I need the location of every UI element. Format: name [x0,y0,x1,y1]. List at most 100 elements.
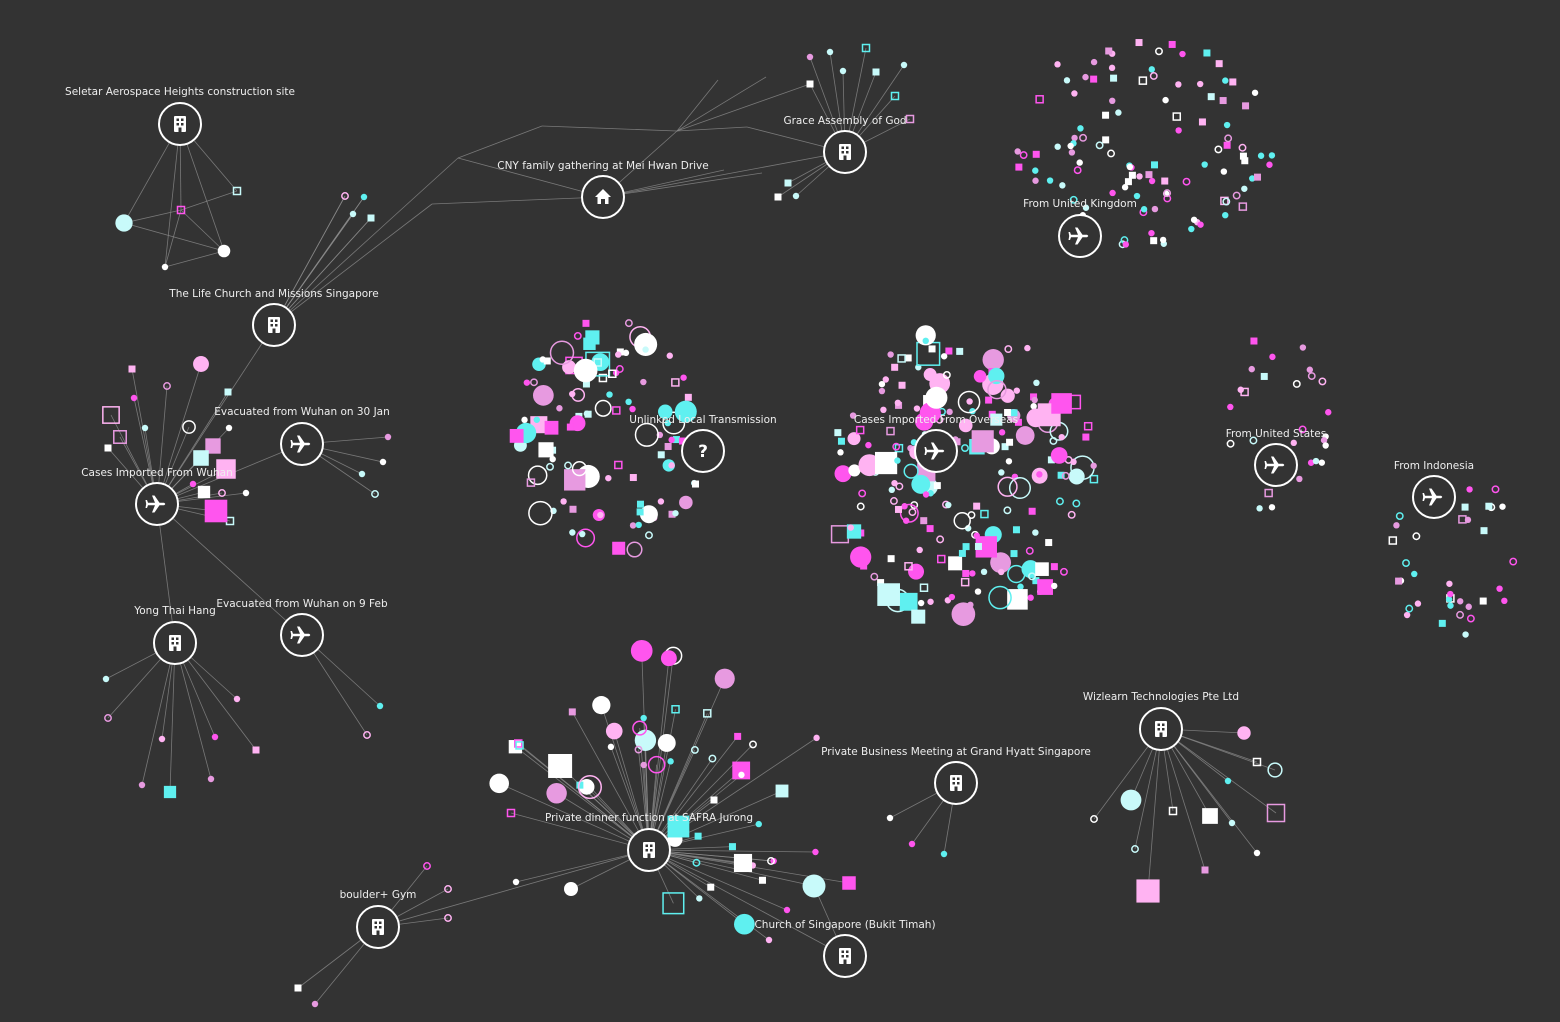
case-node[interactable] [946,408,953,416]
case-node[interactable] [878,380,886,388]
case-node[interactable] [1395,512,1404,520]
case-node[interactable] [916,546,923,554]
case-node[interactable] [792,192,800,200]
case-node[interactable] [657,733,676,752]
hub-overseas[interactable] [914,429,958,473]
case-node[interactable] [182,420,196,434]
case-node[interactable] [216,459,236,479]
case-node[interactable] [850,546,872,568]
case-node[interactable] [544,420,559,435]
case-node[interactable] [141,424,149,432]
case-node[interactable] [1014,148,1021,155]
case-node[interactable] [1032,150,1040,158]
case-node[interactable] [657,451,665,459]
case-node[interactable] [1008,476,1031,500]
case-node[interactable] [1033,379,1040,387]
case-node[interactable] [988,367,1005,385]
case-node[interactable] [1028,507,1036,515]
case-node[interactable] [974,542,982,550]
case-node[interactable] [1412,532,1421,541]
case-node[interactable] [961,444,969,453]
case-node[interactable] [1148,66,1155,73]
case-node[interactable] [1122,241,1129,248]
case-node[interactable] [1393,522,1400,529]
case-node[interactable] [1464,516,1472,524]
case-node[interactable] [360,193,368,201]
case-node[interactable] [615,365,624,373]
case-node[interactable] [1172,112,1182,121]
case-node[interactable] [1037,579,1053,595]
case-node[interactable] [608,369,617,378]
case-node[interactable] [1264,488,1273,498]
case-node[interactable] [626,541,643,558]
case-node[interactable] [956,347,964,355]
case-node[interactable] [207,775,215,783]
case-node[interactable] [922,491,930,498]
case-node[interactable] [1456,598,1464,605]
case-node[interactable] [1021,560,1040,579]
case-node[interactable] [526,478,536,487]
case-node[interactable] [660,650,677,667]
case-node[interactable] [1499,503,1506,510]
case-node[interactable] [1188,225,1195,233]
case-node[interactable] [1196,80,1204,88]
case-node[interactable] [684,393,692,401]
case-node[interactable] [1465,603,1472,610]
case-node[interactable] [1079,133,1087,142]
case-node[interactable] [598,373,608,383]
case-node[interactable] [897,354,906,363]
case-node[interactable] [878,387,886,395]
case-node[interactable] [1224,134,1233,143]
case-node[interactable] [1201,161,1208,168]
case-node[interactable] [1320,437,1328,444]
case-node[interactable] [861,43,871,53]
case-node[interactable] [806,53,814,61]
case-node[interactable] [594,399,612,417]
case-node[interactable] [615,351,622,358]
case-node[interactable] [294,984,302,992]
case-node[interactable] [694,832,702,840]
hub-grace[interactable] [823,130,867,174]
case-node[interactable] [1061,471,1070,480]
case-node[interactable] [858,489,867,498]
case-node[interactable] [1162,96,1169,104]
case-node[interactable] [692,858,701,867]
case-node[interactable] [1136,879,1160,903]
case-node[interactable] [1219,97,1227,105]
case-node[interactable] [904,562,913,571]
case-node[interactable] [560,498,567,505]
case-node[interactable] [1267,762,1283,778]
case-node[interactable] [548,753,573,778]
case-node[interactable] [908,508,917,517]
case-node[interactable] [1032,167,1039,174]
case-node[interactable] [894,399,902,407]
hub-uk[interactable] [1058,214,1102,258]
case-node[interactable] [911,609,926,624]
case-node[interactable] [1232,191,1241,200]
case-node[interactable] [1229,78,1237,86]
case-node[interactable] [197,485,211,499]
case-node[interactable] [1070,458,1077,466]
case-node[interactable] [891,363,899,371]
case-node[interactable] [672,436,680,444]
case-node[interactable] [690,745,699,754]
case-node[interactable] [1290,439,1297,447]
case-node[interactable] [1124,178,1132,186]
case-node[interactable] [1045,539,1053,547]
case-node[interactable] [856,502,865,511]
case-node[interactable] [1296,475,1303,483]
case-node[interactable] [915,325,936,346]
case-node[interactable] [734,732,742,740]
case-node[interactable] [573,358,598,383]
case-node[interactable] [1411,570,1418,578]
case-node[interactable] [877,583,900,606]
case-node[interactable] [515,741,524,750]
case-node[interactable] [193,450,209,466]
case-node[interactable] [948,593,956,601]
case-node[interactable] [1017,583,1024,590]
case-node[interactable] [1224,777,1232,785]
case-node[interactable] [1069,195,1078,204]
case-node[interactable] [880,406,887,414]
case-node[interactable] [900,61,908,69]
case-node[interactable] [163,785,177,799]
